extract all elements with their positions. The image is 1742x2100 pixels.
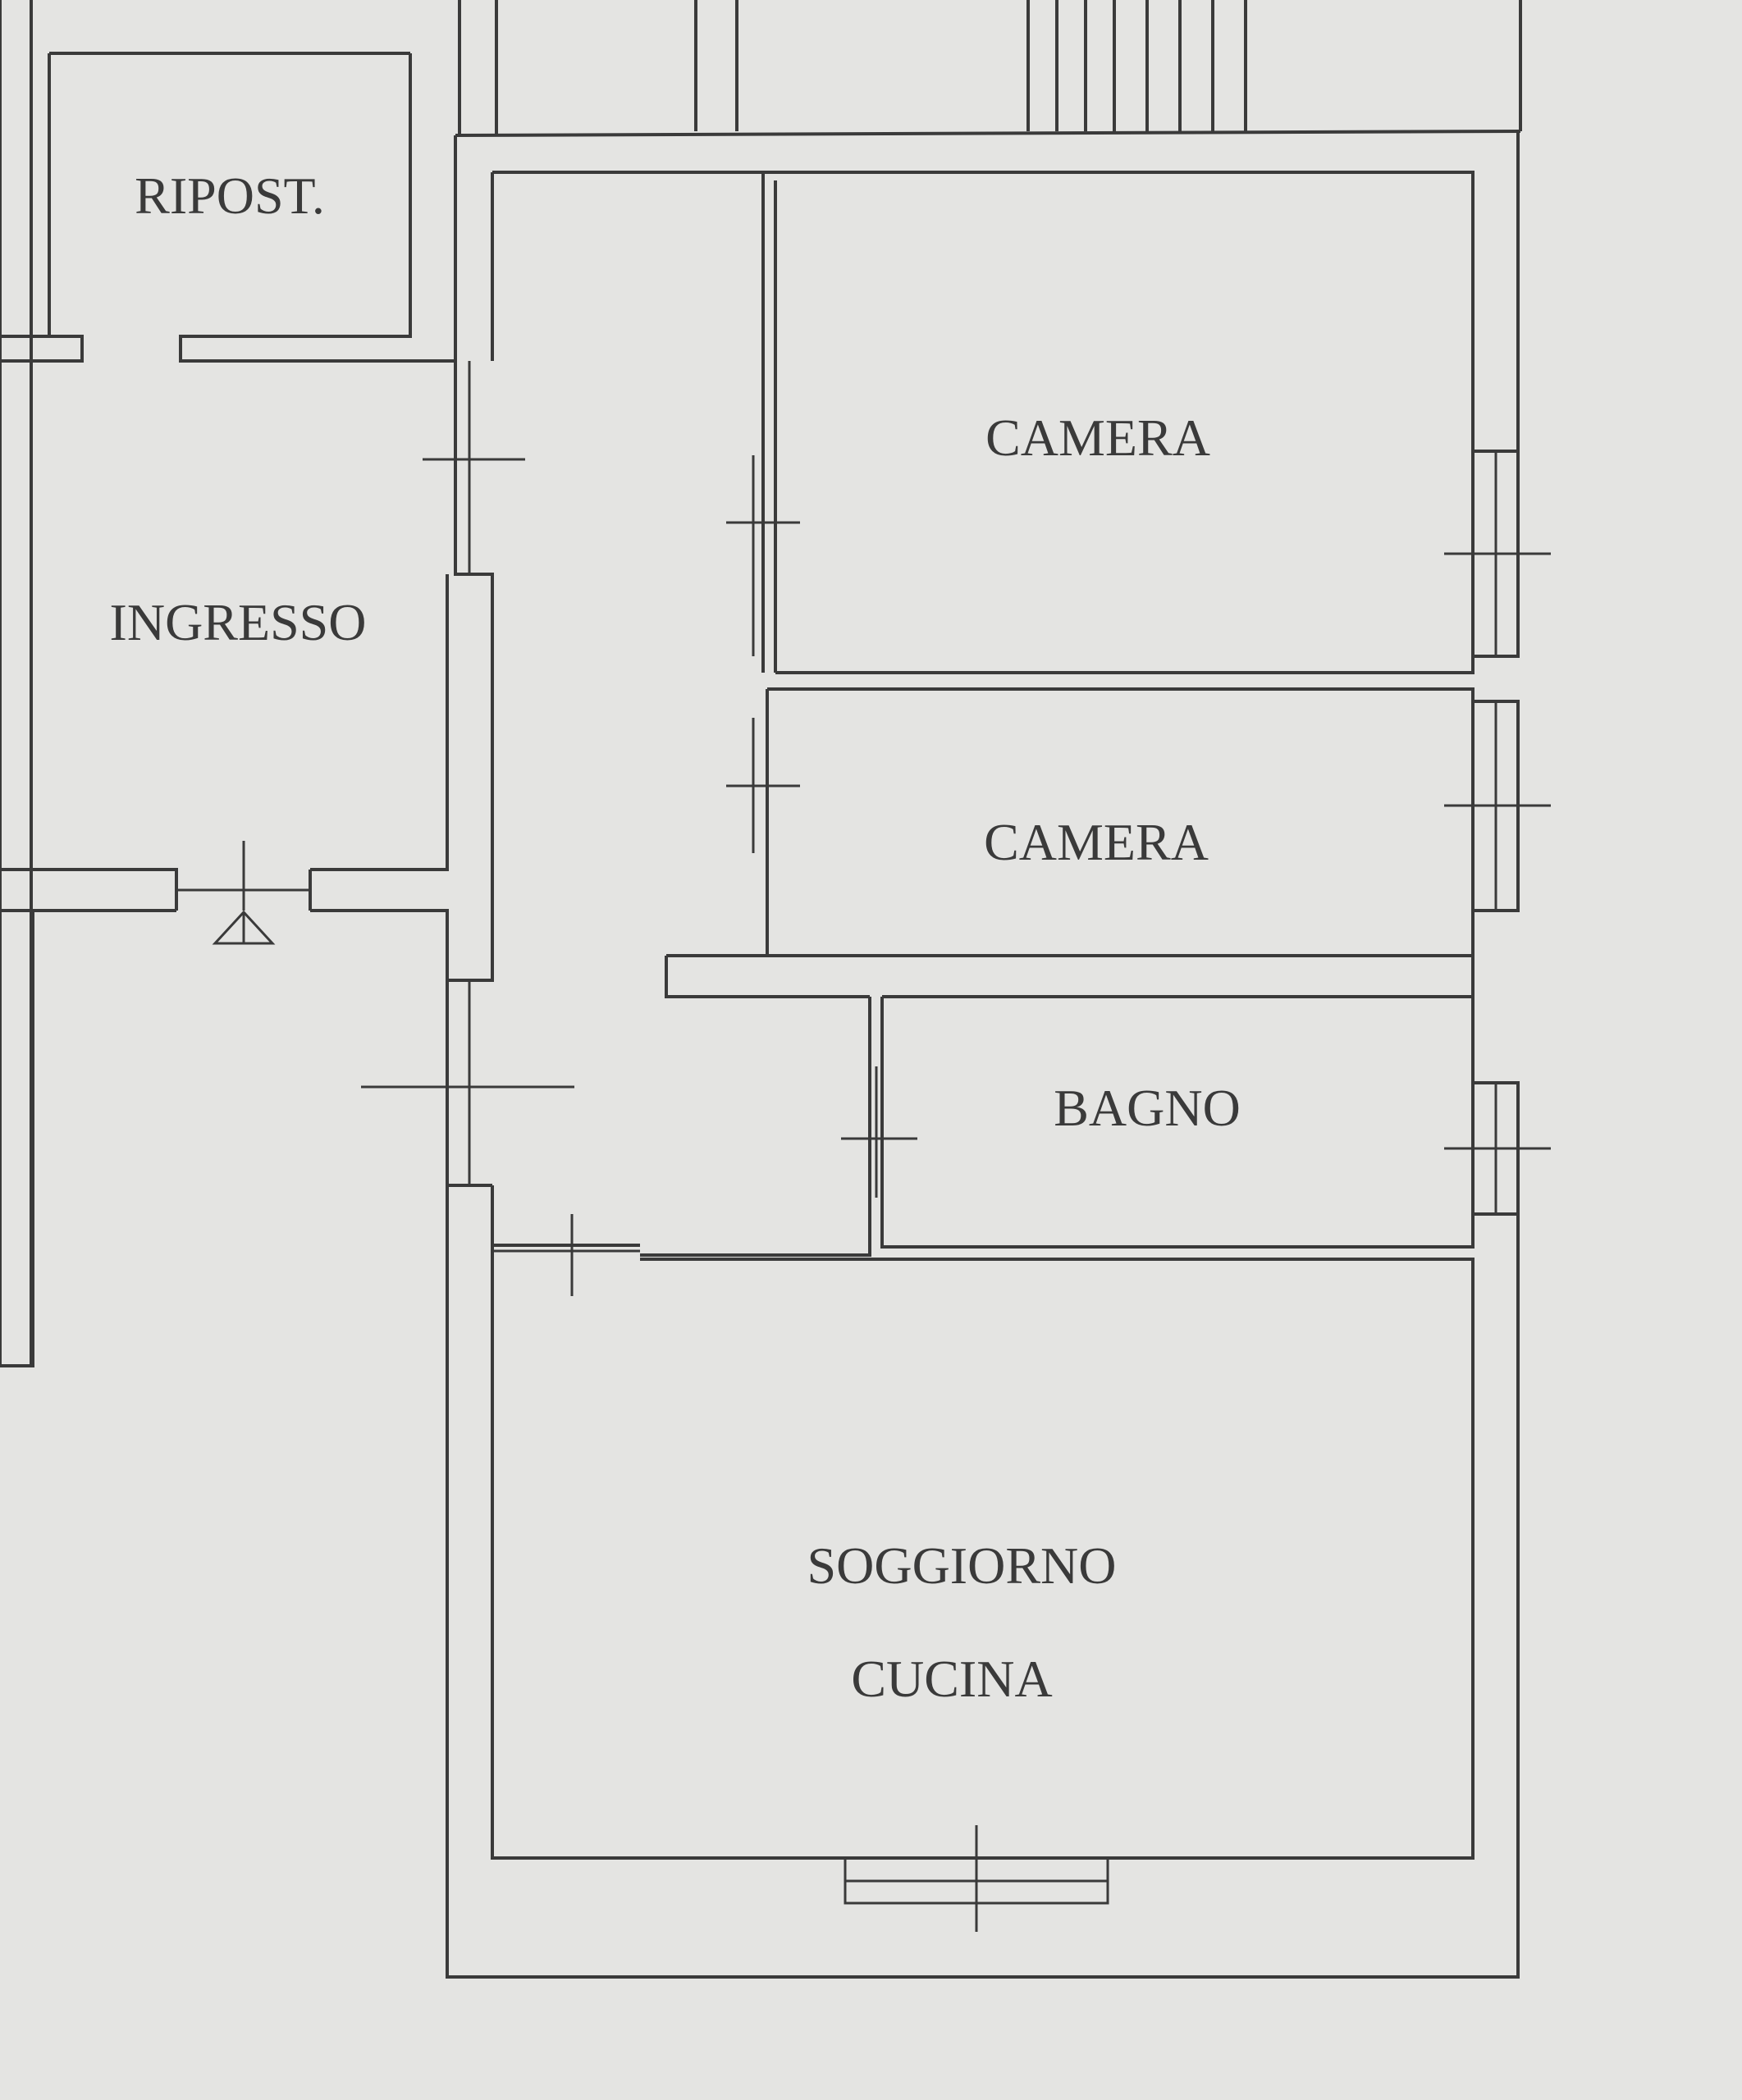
label-ingresso: INGRESSO [110, 593, 367, 651]
label-ripostiglio: RIPOST. [135, 167, 325, 225]
camera-room-2 [665, 687, 1551, 998]
ripostiglio-room [0, 53, 455, 363]
label-cucina: CUCINA [851, 1650, 1052, 1708]
camera-room-1 [726, 171, 1551, 674]
hall-outline [491, 171, 871, 1257]
label-bagno: BAGNO [1054, 1079, 1241, 1137]
label-camera-2: CAMERA [984, 813, 1209, 871]
bagno-room [841, 997, 1551, 1255]
ingresso-room [0, 361, 449, 1367]
label-soggiorno: SOGGIORNO [807, 1536, 1117, 1595]
soggiorno-cucina-room [491, 131, 1520, 1932]
corridor-walls [361, 135, 1520, 1979]
label-camera-1: CAMERA [985, 409, 1210, 467]
